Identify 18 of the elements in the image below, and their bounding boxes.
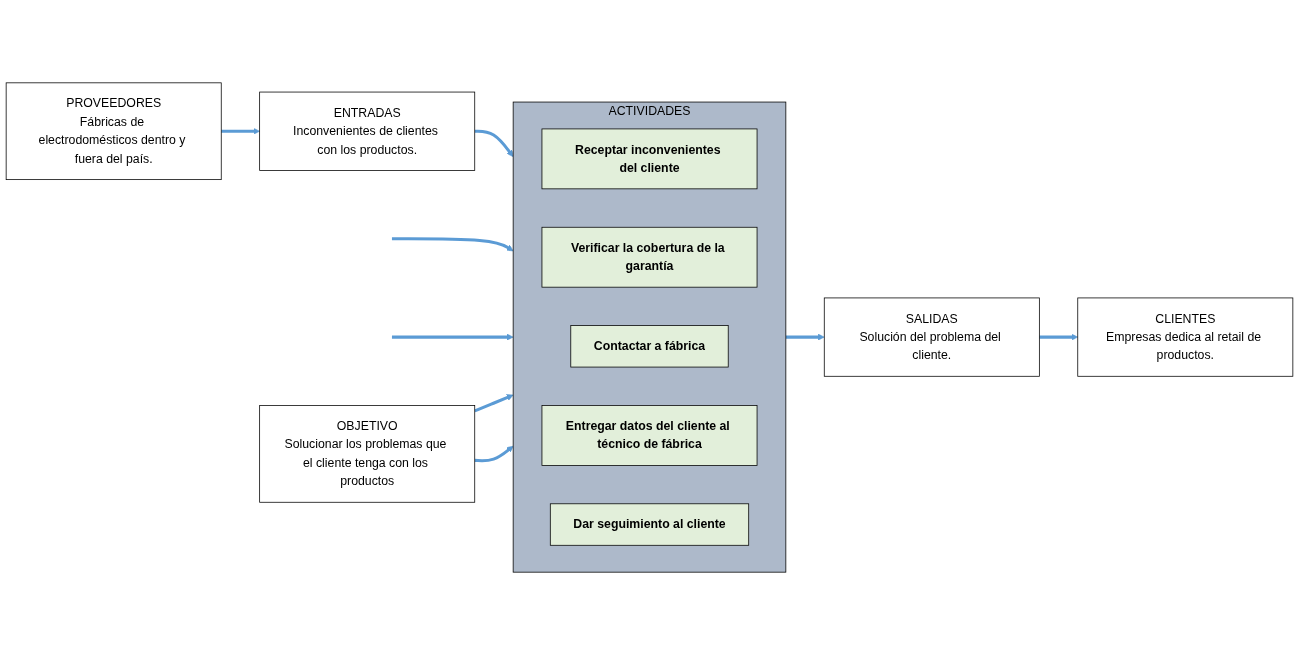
node-box: Dar seguimiento al cliente: [549, 502, 750, 546]
arrow: [474, 445, 514, 462]
node-box: SALIDAS Solución del problema del cliente.: [823, 297, 1040, 377]
node-box: OBJETIVO Solucionar los problemas que el cliente tenga con los productos: [259, 404, 476, 503]
arrow: [391, 333, 514, 340]
arrow: [474, 129, 514, 157]
arrow: [474, 393, 514, 412]
node-box: Receptar inconvenientes del cliente: [541, 128, 758, 189]
node-box: CLIENTES Empresas dedica al retail de productos.: [1077, 297, 1294, 377]
node-box: Entregar datos del cliente al técnico de fábrica: [541, 404, 758, 466]
arrow: [1039, 333, 1079, 340]
arrow: [785, 333, 825, 340]
arrow: [221, 127, 260, 135]
node-box: ENTRADAS Inconvenientes de clientes con los productos.: [259, 91, 476, 171]
node-box: Contactar a fábrica: [570, 324, 729, 367]
node-box: Verificar la cobertura de la garantía: [541, 226, 758, 288]
arrow: [391, 236, 514, 251]
node-box: PROVEEDORES Fábricas de electrodomésticos dentro y fuera del país.: [5, 81, 222, 180]
